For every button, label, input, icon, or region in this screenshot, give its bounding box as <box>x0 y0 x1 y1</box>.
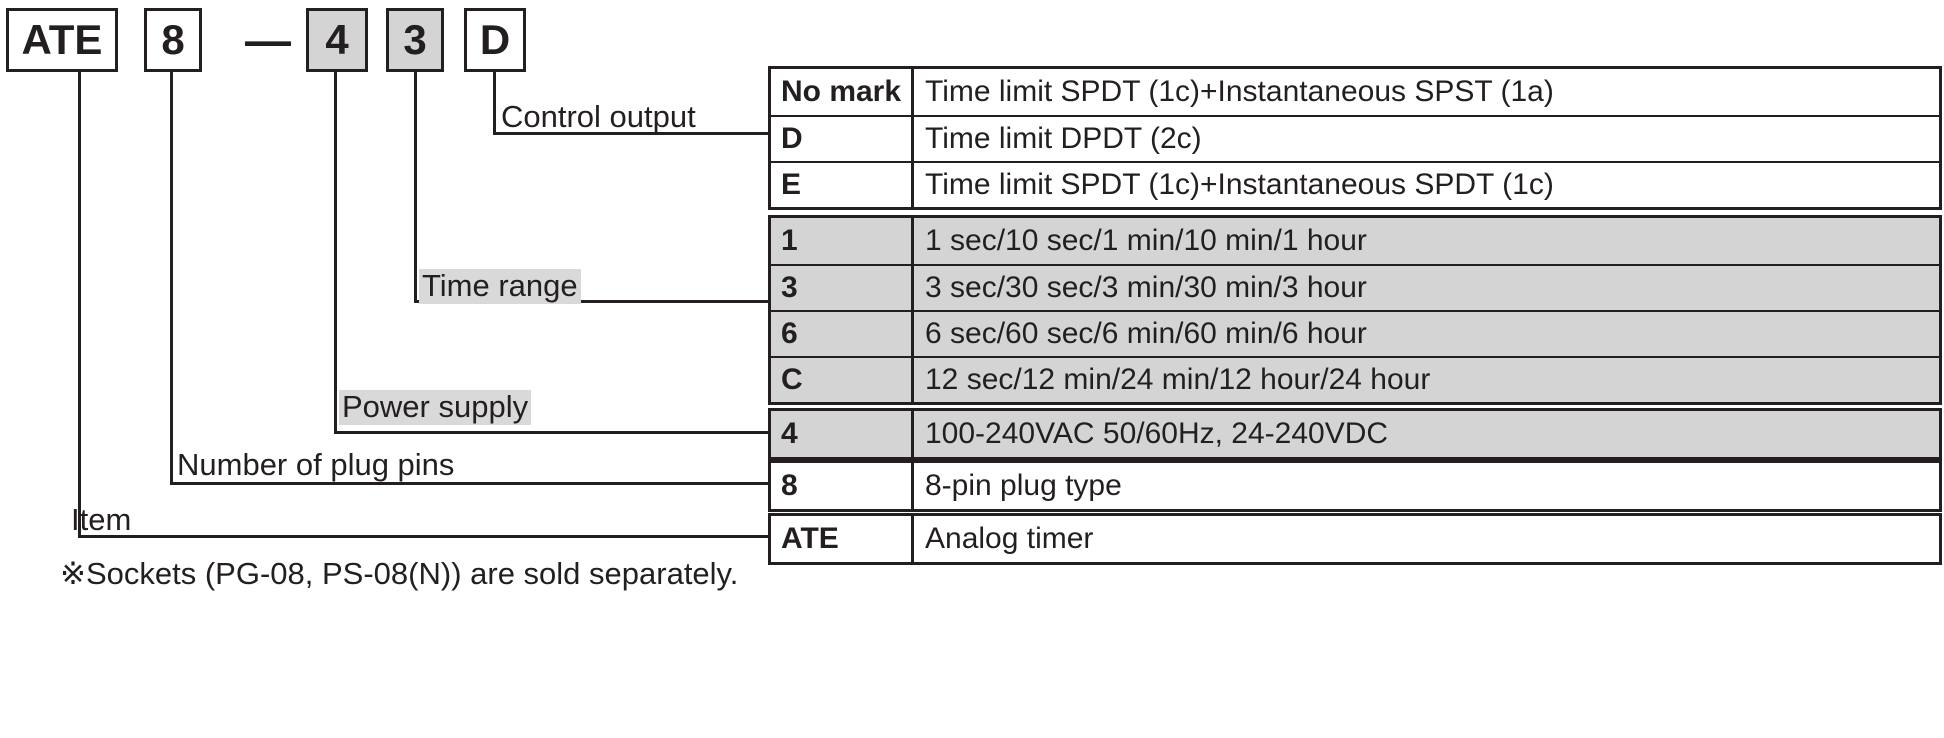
code-box-plug-pins-label: 8 <box>161 16 185 63</box>
table-row[interactable]: 4 100-240VAC 50/60Hz, 24-240VDC <box>771 411 1939 457</box>
row-description: 8-pin plug type <box>925 469 1122 502</box>
row-code: 6 <box>771 312 914 356</box>
row-description: Time limit SPDT (1c)+Instantaneous SPST … <box>925 75 1554 108</box>
callout-plug-pins: Number of plug pins <box>174 448 457 483</box>
callout-control-output: Control output <box>498 100 699 135</box>
leader-line-power-supply-vertical <box>334 72 337 434</box>
table-time-range: 1 1 sec/10 sec/1 min/10 min/1 hour 3 3 s… <box>768 215 1942 405</box>
leader-line-item-horizontal <box>78 535 771 538</box>
leader-line-power-supply-horizontal <box>334 431 771 434</box>
row-code: C <box>771 358 914 402</box>
row-code: 1 <box>771 218 914 264</box>
row-code: D <box>771 117 914 161</box>
code-box-item[interactable]: ATE <box>6 8 118 72</box>
model-code-separator: — <box>240 8 296 72</box>
code-box-time-range[interactable]: 3 <box>386 8 444 72</box>
leader-line-time-range-vertical <box>414 72 417 303</box>
row-description: 3 sec/30 sec/3 min/30 min/3 hour <box>914 266 1939 310</box>
row-code: ATE <box>771 516 914 562</box>
row-description: Time limit SPDT (1c)+Instantaneous SPDT … <box>925 168 1554 201</box>
leader-line-control-output-vertical <box>493 72 496 135</box>
code-box-power-supply[interactable]: 4 <box>306 8 368 72</box>
table-row[interactable]: 1 1 sec/10 sec/1 min/10 min/1 hour <box>771 218 1939 264</box>
table-control-output: No mark Time limit SPDT (1c)+Instantaneo… <box>768 66 1942 210</box>
separator-glyph: — <box>245 14 291 66</box>
callout-plug-pins-label: Number of plug pins <box>177 447 455 482</box>
table-row[interactable]: 6 6 sec/60 sec/6 min/60 min/6 hour <box>771 310 1939 356</box>
leader-line-item-vertical <box>78 72 81 538</box>
row-code: E <box>771 163 914 207</box>
leader-line-time-range-horizontal <box>414 300 771 303</box>
table-row[interactable]: E Time limit SPDT (1c)+Instantaneous SPD… <box>771 161 1939 207</box>
row-description: Time limit DPDT (2c) <box>925 122 1202 155</box>
table-row[interactable]: No mark Time limit SPDT (1c)+Instantaneo… <box>771 69 1939 115</box>
code-box-plug-pins[interactable]: 8 <box>144 8 202 72</box>
table-row[interactable]: 3 3 sec/30 sec/3 min/30 min/3 hour <box>771 264 1939 310</box>
table-row[interactable]: 8 8-pin plug type <box>771 463 1939 509</box>
footnote-sockets: ※Sockets (PG-08, PS-08(N)) are sold sepa… <box>60 556 738 592</box>
table-row[interactable]: C 12 sec/12 min/24 min/12 hour/24 hour <box>771 356 1939 402</box>
row-description: 12 sec/12 min/24 min/12 hour/24 hour <box>914 358 1939 402</box>
code-box-time-range-label: 3 <box>403 16 427 63</box>
table-power-supply: 4 100-240VAC 50/60Hz, 24-240VDC <box>768 408 1942 460</box>
leader-line-plug-pins-vertical <box>170 72 173 485</box>
table-item: ATE Analog timer <box>768 513 1942 565</box>
table-plug-pins: 8 8-pin plug type <box>768 460 1942 512</box>
code-box-power-supply-label: 4 <box>325 16 349 63</box>
row-code: No mark <box>771 69 914 115</box>
callout-item: Item <box>68 503 134 538</box>
leader-line-plug-pins-horizontal <box>170 482 771 485</box>
code-box-item-label: ATE <box>21 16 103 63</box>
row-description: 100-240VAC 50/60Hz, 24-240VDC <box>914 411 1939 457</box>
callout-time-range: Time range <box>419 269 581 304</box>
row-code: 4 <box>771 411 914 457</box>
callout-power-supply: Power supply <box>339 389 532 425</box>
footnote-text: ※Sockets (PG-08, PS-08(N)) are sold sepa… <box>60 556 739 591</box>
row-description: 1 sec/10 sec/1 min/10 min/1 hour <box>914 218 1939 264</box>
table-row[interactable]: ATE Analog timer <box>771 516 1939 562</box>
callout-power-supply-label: Power supply <box>342 389 529 424</box>
row-code: 3 <box>771 266 914 310</box>
row-description: Analog timer <box>925 522 1094 555</box>
callout-control-output-label: Control output <box>501 99 696 134</box>
leader-line-control-output-horizontal <box>493 132 771 135</box>
code-box-control-output-label: D <box>479 16 511 63</box>
table-row[interactable]: D Time limit DPDT (2c) <box>771 115 1939 161</box>
callout-time-range-label: Time range <box>422 268 578 303</box>
row-description: 6 sec/60 sec/6 min/60 min/6 hour <box>914 312 1939 356</box>
row-code: 8 <box>771 463 914 509</box>
code-box-control-output[interactable]: D <box>464 8 526 72</box>
callout-item-label: Item <box>71 502 132 537</box>
